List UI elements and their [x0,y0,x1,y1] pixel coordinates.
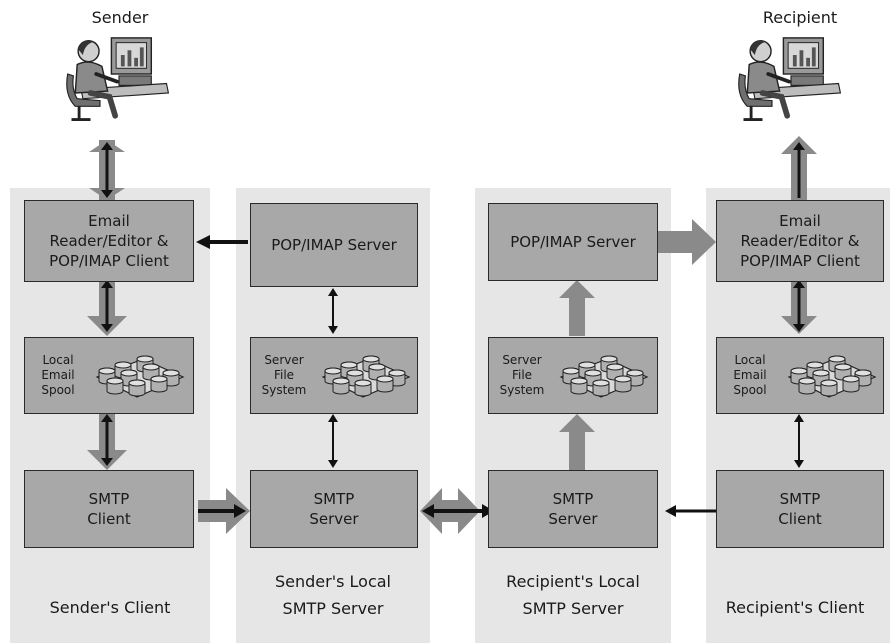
database-stack-icon [788,354,876,398]
recipient-label: Recipient [762,8,838,27]
r-smtp-server-label: SMTP Server [548,490,598,528]
recipient-email-reader-box: Email Reader/Editor & POP/IMAP Client [716,200,884,282]
sender-label: Sender [91,8,149,27]
arrow-r-reader-to-spool [781,280,817,334]
arrow-smtp-server-to-server [420,488,494,534]
recipient-local-spool-label: Local Email Spool [733,353,767,397]
recipient-person-icon [739,38,841,120]
arrow-r-spool-to-smtp-client [794,414,804,468]
arrow-s-pop-to-fs [328,288,338,334]
column-title-recipients-server: Recipient's Local SMTP Server [506,572,640,618]
sender-email-reader-box: Email Reader/Editor & POP/IMAP Client [24,200,194,282]
sender-local-spool-box: Local Email Spool [24,337,194,414]
column-title-recipients-client: Recipient's Client [725,598,865,617]
arrow-s-pop-to-reader [196,235,248,249]
column-title-senders-client: Sender's Client [49,598,171,617]
arrow-reader-to-recipient [781,136,817,200]
arrow-spool-to-smtp-client [87,414,127,470]
r-server-file-system-box: Server File System [488,337,658,414]
s-server-file-system-label: Server File System [261,353,307,397]
recipient-smtp-client-box: SMTP Client [716,470,884,548]
database-stack-icon [96,354,184,398]
s-pop-imap-server-label: POP/IMAP Server [271,236,397,254]
arrow-r-smtp-client-to-server [665,505,718,517]
database-stack-icon [560,354,648,398]
s-server-file-system-box: Server File System [250,337,418,414]
column-title-senders-server: Sender's Local SMTP Server [274,572,391,618]
sender-smtp-client-box: SMTP Client [24,470,194,548]
r-pop-imap-server-box: POP/IMAP Server [488,203,658,281]
r-server-file-system-label: Server File System [499,353,545,397]
recipient-email-reader-label: Email Reader/Editor & POP/IMAP Client [740,212,860,270]
sender-email-reader-label: Email Reader/Editor & POP/IMAP Client [49,212,169,270]
arrow-reader-to-spool [87,280,127,336]
recipient-smtp-client-label: SMTP Client [778,490,822,528]
s-smtp-server-label: SMTP Server [309,490,359,528]
sender-local-spool-label: Local Email Spool [41,353,75,397]
arrow-r-pop-to-reader [658,219,716,265]
sender-person-icon [67,38,169,120]
recipient-local-spool-box: Local Email Spool [716,337,884,414]
sender-smtp-client-label: SMTP Client [87,490,131,528]
arrow-r-fs-to-pop [559,280,595,336]
arrow-smtp-client-to-server [198,488,250,534]
arrow-sender-to-reader [89,140,125,200]
arrow-s-fs-to-smtp [328,414,338,468]
s-smtp-server-box: SMTP Server [250,470,418,548]
database-stack-icon [322,354,410,398]
r-pop-imap-server-label: POP/IMAP Server [510,233,636,251]
r-smtp-server-box: SMTP Server [488,470,658,548]
arrow-r-smtp-to-fs [559,414,595,470]
s-pop-imap-server-box: POP/IMAP Server [250,203,418,287]
